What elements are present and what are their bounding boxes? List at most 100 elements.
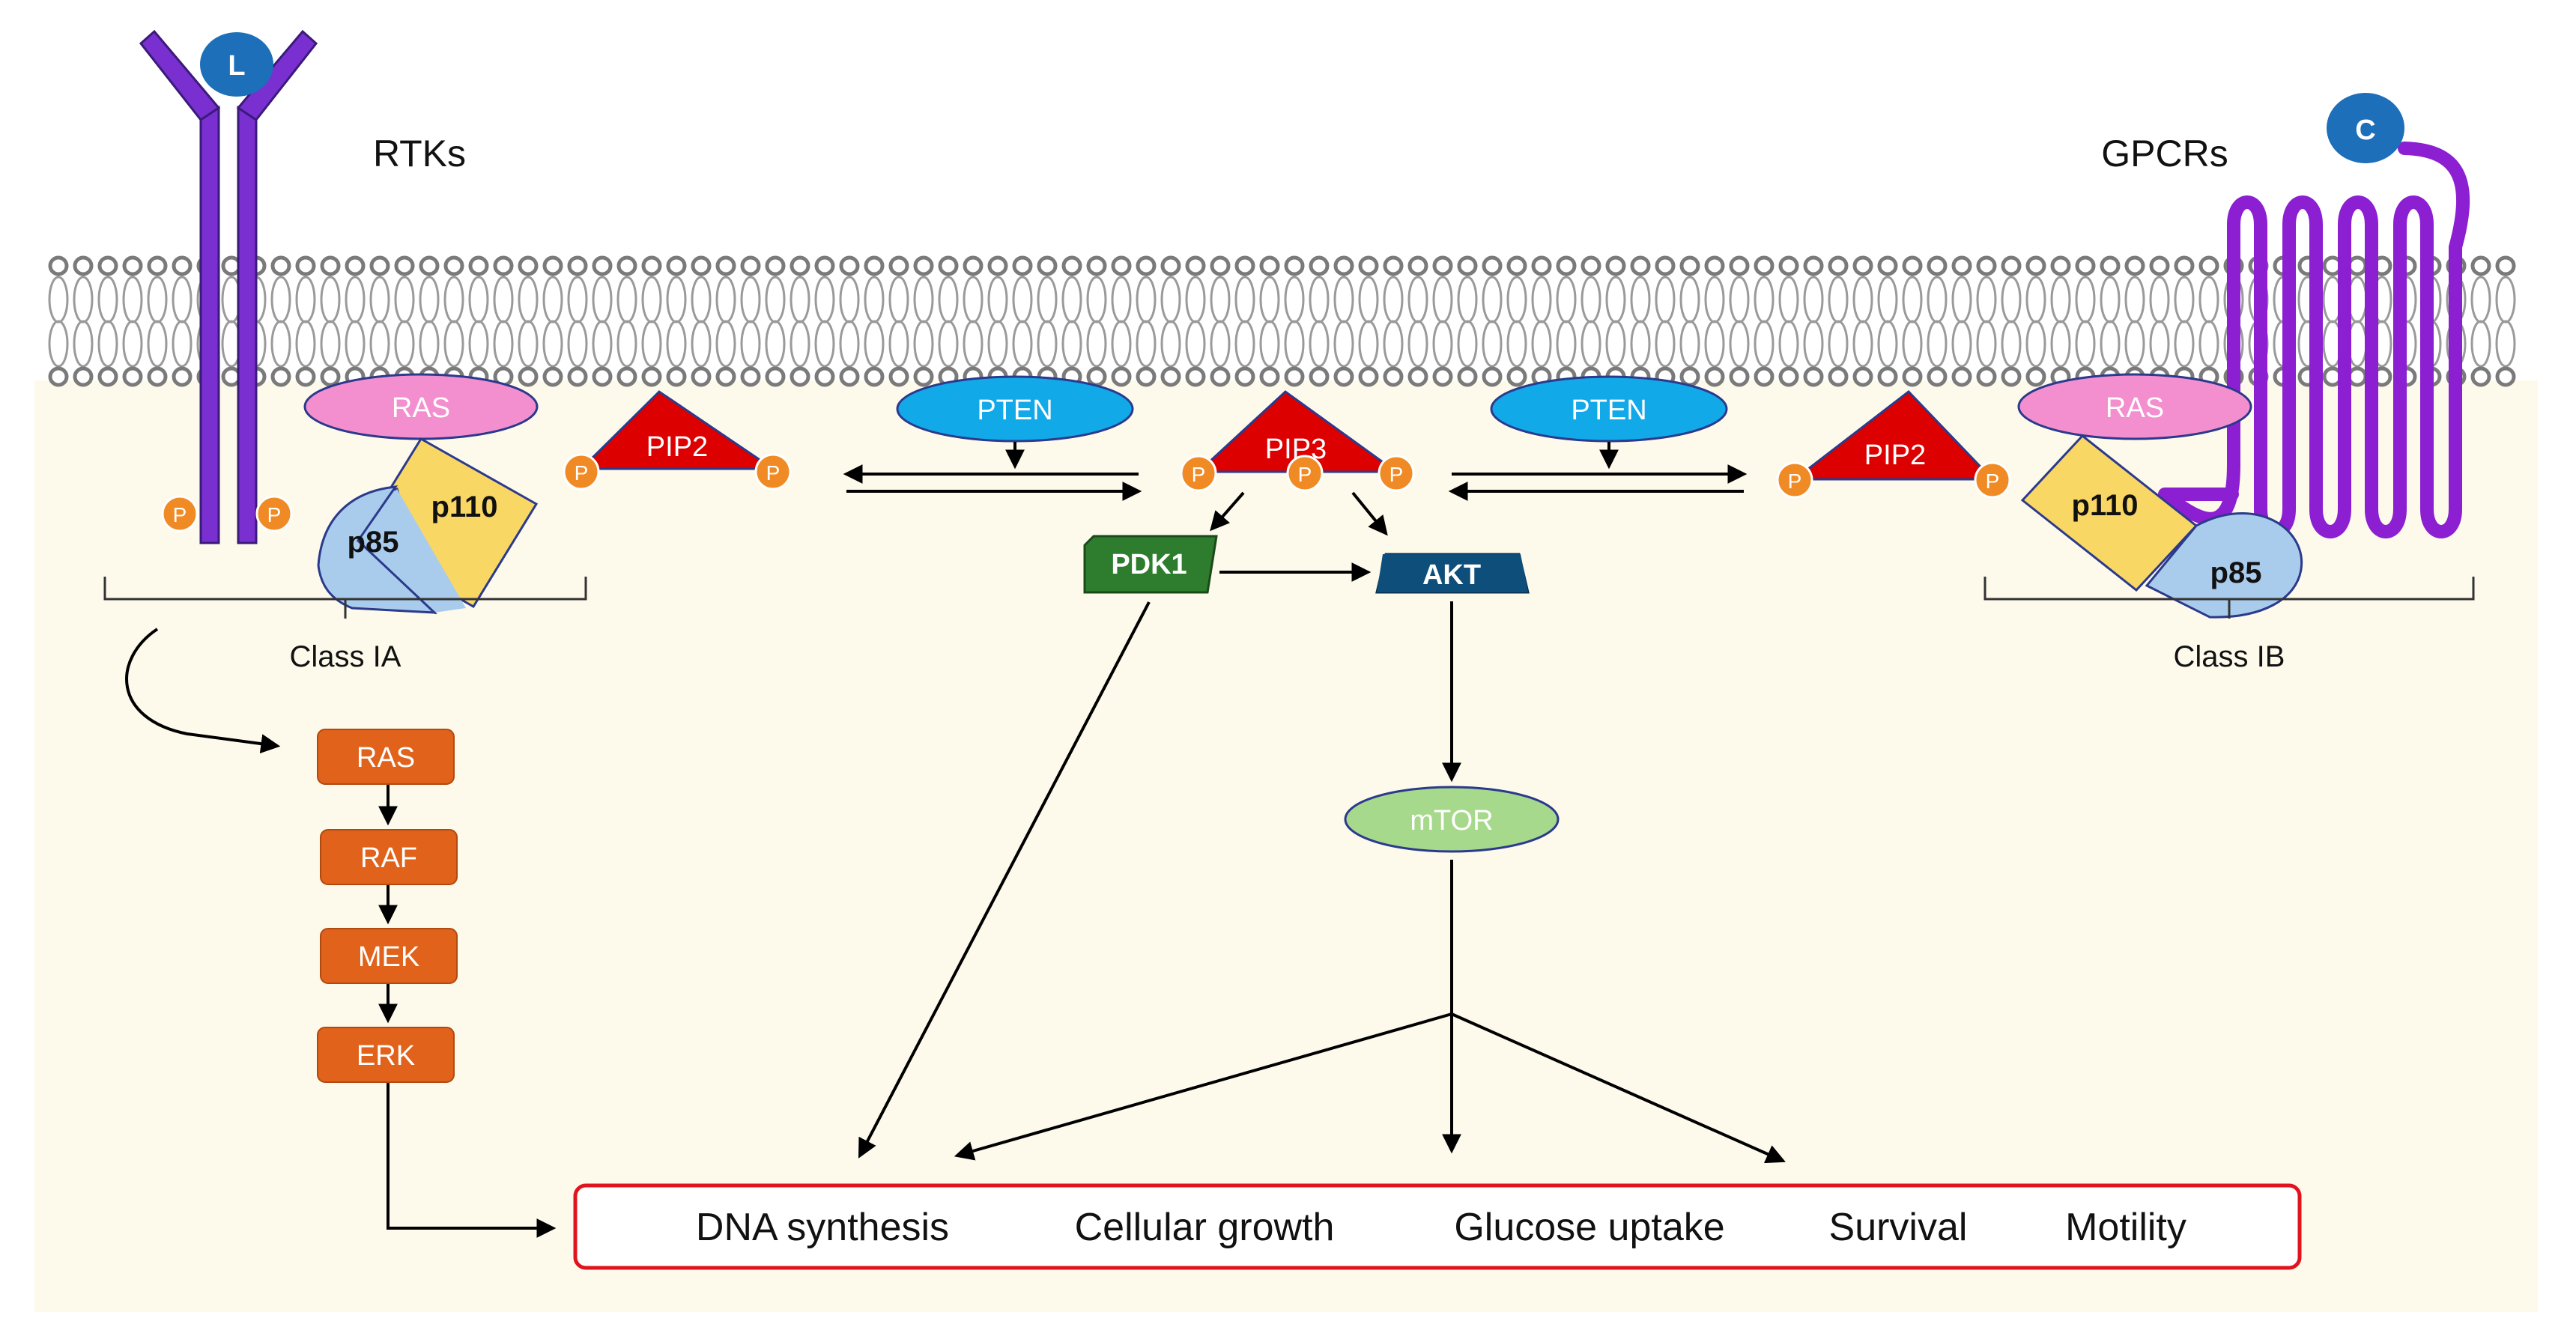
- signal-arrows: [125, 491, 1786, 1238]
- phospholipid: [592, 255, 613, 387]
- phospholipid: [616, 255, 637, 387]
- phospholipid: [2149, 255, 2170, 387]
- outcome-survival: Survival: [1829, 1206, 1968, 1249]
- phospholipid: [542, 255, 563, 387]
- svg-text:RAS: RAS: [2106, 392, 2164, 424]
- svg-text:p85: p85: [2210, 556, 2262, 589]
- phospholipid: [1828, 255, 1849, 387]
- phospholipid: [97, 255, 118, 387]
- ligand-c: C: [2327, 93, 2404, 163]
- cell-membrane: [48, 255, 2516, 387]
- phospholipid: [1457, 255, 1478, 387]
- pip2-pip3-right-equilibrium: [1448, 442, 1748, 501]
- svg-text:PTEN: PTEN: [1571, 395, 1646, 426]
- phospholipid: [2174, 255, 2195, 387]
- svg-text:AKT: AKT: [1422, 559, 1481, 591]
- phospholipid: [369, 255, 390, 387]
- akt: AKT: [1375, 553, 1530, 594]
- phospholipid: [715, 255, 736, 387]
- ligand-l-label: L: [228, 50, 245, 82]
- phospholipid: [419, 255, 440, 387]
- svg-text:P: P: [575, 461, 589, 485]
- phospholipid: [1951, 255, 1972, 387]
- phospholipid: [73, 255, 94, 387]
- phospholipid: [2470, 255, 2491, 387]
- phospholipid: [295, 255, 316, 387]
- phospholipid: [839, 255, 860, 387]
- mapk-ras: RAS: [317, 729, 455, 785]
- class-ia-bracket: [103, 577, 587, 619]
- phospholipid: [1877, 255, 1898, 387]
- phospholipid: [963, 255, 984, 387]
- phospholipid: [1086, 255, 1107, 387]
- svg-text:PTEN: PTEN: [977, 395, 1052, 426]
- phospholipid: [1605, 255, 1626, 387]
- phospholipid: [2025, 255, 2046, 387]
- svg-text:mTOR: mTOR: [1410, 805, 1493, 836]
- phospholipid: [740, 255, 761, 387]
- phospholipid: [518, 255, 539, 387]
- phospholipid: [1259, 255, 1280, 387]
- phospholipid: [1852, 255, 1873, 387]
- pip2-right: PIP2 P P: [1776, 389, 2011, 499]
- phospholipid: [1012, 255, 1033, 387]
- phospho-rtk-left: P: [161, 495, 198, 532]
- phospholipid: [765, 255, 786, 387]
- phospholipid: [938, 255, 959, 387]
- outcome-motility: Motility: [2065, 1206, 2186, 1249]
- mapk-raf: RAF: [320, 829, 458, 885]
- svg-text:RAS: RAS: [357, 742, 415, 774]
- ras-right: RAS: [2017, 373, 2252, 440]
- class-ia-label: Class IA: [290, 640, 401, 673]
- phospholipid: [1704, 255, 1725, 387]
- phospholipid: [2495, 255, 2516, 387]
- svg-text:p85: p85: [348, 526, 399, 559]
- phospholipid: [147, 255, 168, 387]
- outcome-glucose-uptake: Glucose uptake: [1454, 1206, 1724, 1249]
- phospholipid: [1679, 255, 1700, 387]
- phospholipid: [2001, 255, 2022, 387]
- outcome-cellular-growth: Cellular growth: [1075, 1206, 1335, 1249]
- phospholipid: [1185, 255, 1206, 387]
- pip2-pip3-left-equilibrium: [843, 442, 1142, 501]
- pip3: PIP3 P P P: [1180, 390, 1415, 492]
- svg-text:p110: p110: [2072, 489, 2139, 522]
- svg-text:P: P: [766, 461, 781, 485]
- phospholipid: [1976, 255, 1997, 387]
- phospholipid: [1061, 255, 1082, 387]
- phospholipid: [864, 255, 885, 387]
- phospholipid: [1358, 255, 1379, 387]
- phospholipid: [1902, 255, 1923, 387]
- outcome-dna-synthesis: DNA synthesis: [696, 1206, 949, 1249]
- phospholipid: [814, 255, 835, 387]
- svg-text:P: P: [1389, 463, 1404, 486]
- outcomes: DNA synthesis Cellular growth Glucose up…: [696, 1206, 2186, 1249]
- rtk-receptor: [139, 29, 318, 544]
- phospholipid: [1432, 255, 1453, 387]
- pten-left: PTEN: [896, 375, 1134, 443]
- svg-text:P: P: [267, 503, 282, 526]
- svg-text:RAS: RAS: [392, 392, 450, 424]
- phospholipid: [172, 255, 193, 387]
- phospholipid: [1655, 255, 1676, 387]
- phospholipid: [1754, 255, 1775, 387]
- phospholipid: [1210, 255, 1231, 387]
- svg-text:P: P: [173, 503, 187, 526]
- phospholipid: [888, 255, 909, 387]
- phospholipid: [122, 255, 143, 387]
- phospholipid: [345, 255, 366, 387]
- p85-right: p85: [2145, 512, 2303, 619]
- pip2-left: PIP2 P P: [563, 390, 792, 491]
- phospholipid: [1729, 255, 1750, 387]
- gpcrs-label: GPCRs: [2101, 133, 2228, 174]
- phospholipid: [1482, 255, 1503, 387]
- svg-text:RAF: RAF: [360, 842, 417, 874]
- phospholipid: [1531, 255, 1552, 387]
- svg-text:MEK: MEK: [358, 941, 419, 973]
- phospholipid: [790, 255, 810, 387]
- gpcr-receptor: [2158, 142, 2470, 538]
- rtks-label: RTKs: [373, 133, 466, 174]
- phospholipid: [1630, 255, 1651, 387]
- phospholipid: [567, 255, 588, 387]
